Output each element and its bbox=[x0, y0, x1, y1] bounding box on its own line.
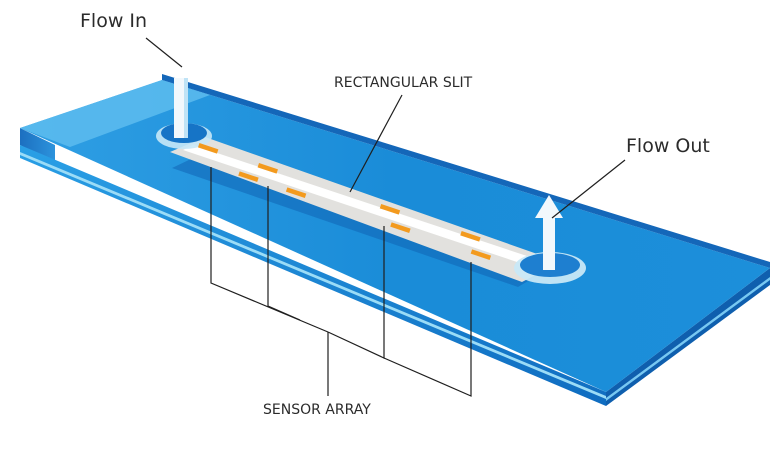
rectangular-slit bbox=[183, 145, 545, 268]
inlet-port bbox=[156, 78, 212, 149]
flow-out-leader bbox=[551, 159, 626, 219]
flow-in-leader bbox=[145, 37, 183, 68]
chip-right-stripe bbox=[606, 277, 770, 401]
rectangular-slit-leader bbox=[349, 94, 403, 193]
outlet-arrow-shaft bbox=[543, 212, 555, 270]
chip-top-highlight bbox=[20, 80, 210, 147]
inlet-tube bbox=[174, 78, 186, 138]
sensor-pad-7 bbox=[460, 231, 481, 242]
sensor-pad-3 bbox=[257, 163, 278, 174]
sensor-leader-4 bbox=[383, 262, 472, 397]
sensor-pad-8 bbox=[470, 249, 492, 260]
chip-right-face bbox=[606, 268, 770, 406]
sensor-pad-1 bbox=[197, 143, 219, 154]
chip-left-face bbox=[20, 128, 55, 163]
rectangular-slit-label: RECTANGULAR SLIT bbox=[334, 75, 473, 91]
sensor-array-label: SENSOR ARRAY bbox=[263, 402, 371, 418]
channel bbox=[170, 137, 560, 287]
flow-out-label: Flow Out bbox=[626, 135, 710, 157]
leader-lines bbox=[145, 37, 626, 397]
outlet-port bbox=[514, 195, 586, 284]
sensor-leader-2 bbox=[267, 186, 301, 321]
sensor-pad-6 bbox=[390, 222, 411, 233]
sensor-pad-5 bbox=[379, 204, 401, 215]
chip-back-edge bbox=[162, 74, 770, 268]
sensor-pad-2 bbox=[238, 171, 259, 182]
sensor-pad-4 bbox=[285, 187, 307, 198]
sensor-array-pads bbox=[197, 143, 492, 260]
outlet-arrow-head bbox=[535, 195, 563, 218]
flow-in-label: Flow In bbox=[80, 10, 147, 32]
chip-front-stripe bbox=[20, 152, 606, 399]
inlet-tube-shade bbox=[184, 78, 188, 138]
